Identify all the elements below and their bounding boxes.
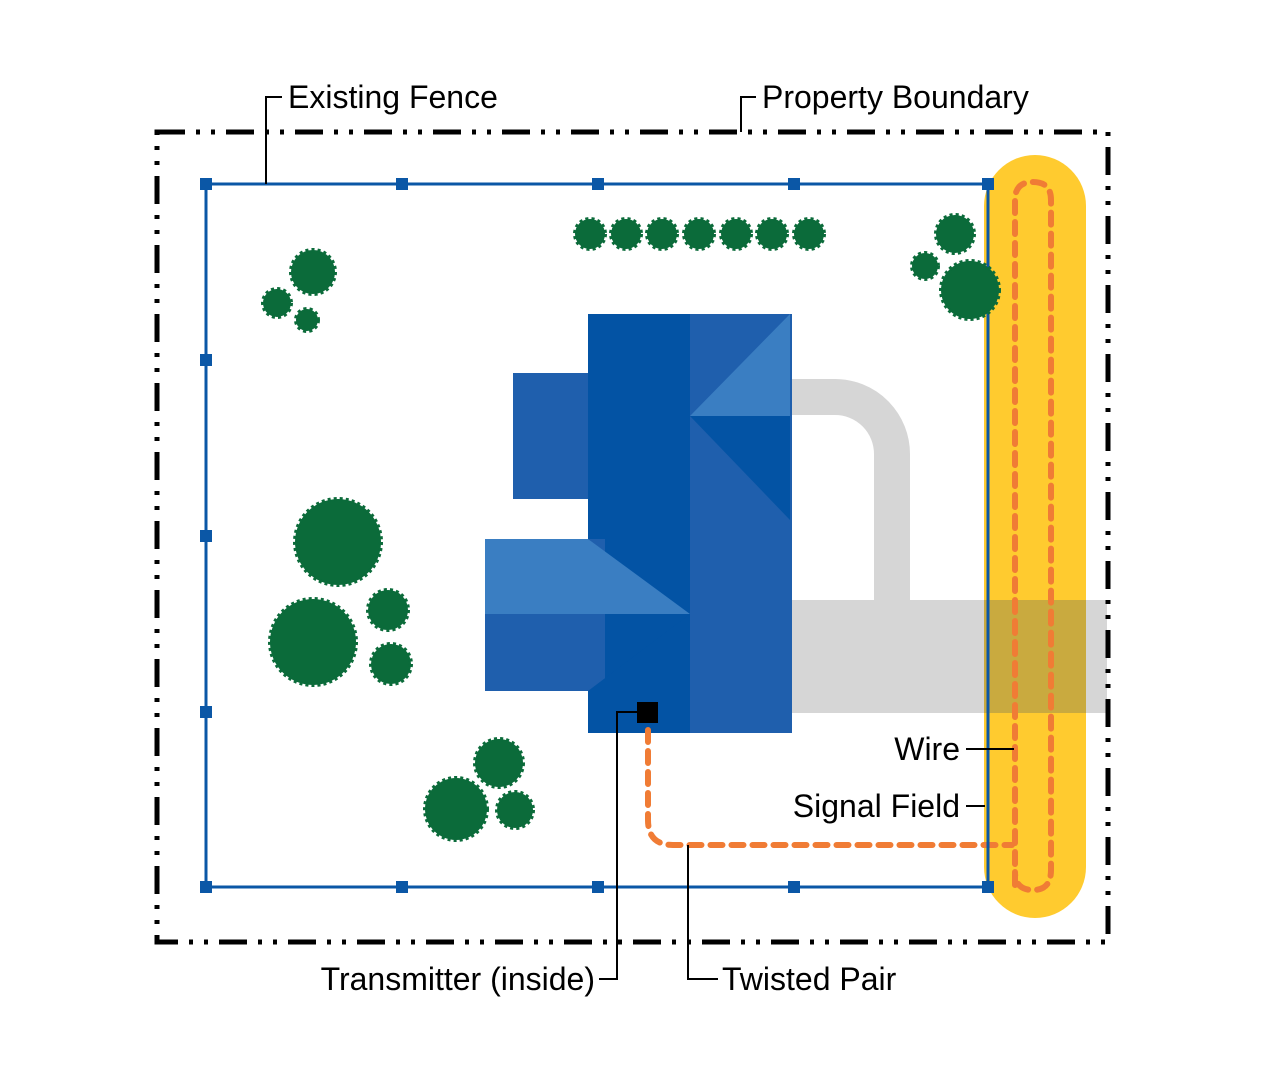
tree [366, 588, 410, 632]
tree [369, 642, 413, 686]
tree [293, 497, 383, 587]
tree [473, 737, 525, 789]
existing-fence [200, 178, 994, 893]
leader-lines [265, 96, 1014, 980]
leader-transmitter [599, 711, 637, 980]
tree [609, 217, 643, 251]
signal-field-zone [984, 155, 1086, 918]
house-garage-wing [513, 373, 593, 499]
label-signal-field: Signal Field [793, 788, 960, 824]
leader-property-boundary [740, 96, 756, 132]
tree [423, 776, 489, 842]
tree [682, 217, 716, 251]
tree [261, 287, 293, 319]
tree [755, 217, 789, 251]
tree [495, 790, 535, 830]
tree [939, 259, 1001, 321]
leader-existing-fence [265, 96, 282, 184]
driveway-signal-overlap [984, 600, 1086, 713]
label-transmitter: Transmitter (inside) [321, 961, 595, 997]
label-property-boundary: Property Boundary [762, 79, 1029, 115]
tree [645, 217, 679, 251]
tree [294, 307, 320, 333]
boundary-wire-loop [1012, 178, 1054, 894]
leader-twisted-pair [687, 845, 718, 980]
tree [792, 217, 826, 251]
tree [719, 217, 753, 251]
label-existing-fence: Existing Fence [288, 79, 498, 115]
transmitter-box [637, 702, 658, 723]
house [485, 314, 792, 733]
label-twisted-pair: Twisted Pair [722, 961, 897, 997]
tree [573, 217, 607, 251]
fence-posts [200, 178, 994, 893]
property-boundary-line [154, 129, 1111, 945]
twisted-pair-wire [645, 727, 1015, 848]
tree [289, 248, 337, 296]
label-wire: Wire [894, 731, 960, 767]
tree [910, 251, 940, 281]
trees [261, 213, 1001, 842]
tree [268, 597, 358, 687]
tree [934, 213, 976, 255]
